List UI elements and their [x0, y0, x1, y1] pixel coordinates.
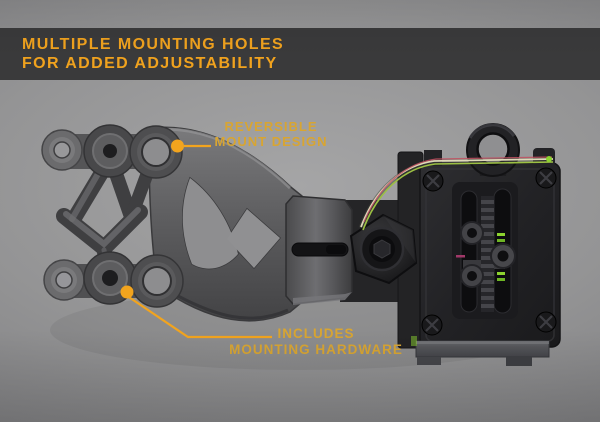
arm-bottom-shade — [177, 294, 289, 320]
mounting-bracket — [41, 124, 184, 308]
screw-top-left — [422, 170, 444, 192]
fiber-dot-green — [497, 272, 505, 275]
dovetail-rail — [411, 336, 550, 366]
callout-hardware-line-2: MOUNTING HARDWARE — [229, 342, 403, 357]
through-hole — [53, 141, 71, 159]
standoff-posts — [460, 221, 516, 288]
mounting-hole-top-middle — [83, 124, 137, 178]
slot-screw — [326, 245, 346, 254]
through-hole — [142, 266, 172, 296]
fiber-dot-red — [456, 255, 465, 258]
fiber-dot-green — [497, 239, 505, 242]
callout-dot-reversible — [171, 139, 184, 153]
fiber-dot-green — [497, 233, 505, 236]
mount-arm — [148, 126, 303, 322]
callout-leaders — [128, 144, 272, 339]
counterbored-hole — [103, 144, 117, 158]
screw-bottom-left — [421, 314, 443, 336]
callout-reversible-line-2: MOUNT DESIGN — [214, 134, 328, 149]
callout-reversible-line-1: REVERSIBLE — [224, 119, 318, 134]
callout-hardware-line-1: INCLUDES — [277, 326, 355, 341]
screw-top-right — [535, 167, 557, 189]
screw-bottom-right — [535, 311, 557, 333]
fiber-optic-wire — [358, 156, 554, 231]
ring-aperture — [476, 132, 510, 166]
elevation-rack — [481, 196, 494, 312]
leader-line-hardware — [128, 296, 272, 339]
tension-knob — [349, 213, 418, 285]
through-hole — [141, 137, 171, 167]
sight-housing — [358, 123, 561, 366]
through-hole — [55, 271, 73, 289]
headline-banner: MULTIPLE MOUNTING HOLES FOR ADDED ADJUST… — [0, 28, 600, 80]
wire-strand-red — [363, 156, 553, 223]
elevation-mechanism — [452, 182, 518, 319]
rail-top-lip — [416, 341, 549, 344]
fiber-dot-green — [497, 278, 505, 281]
wire-tip-green — [546, 156, 552, 162]
ring-highlight — [468, 123, 516, 139]
headline-line-2: FOR ADDED ADJUSTABILITY — [22, 55, 278, 72]
callout-mounting-hardware: INCLUDES MOUNTING HARDWARE — [216, 326, 416, 358]
rail-left-foot — [417, 357, 441, 365]
arm-cutout-diamond — [227, 209, 280, 268]
callout-reversible-mount: REVERSIBLE MOUNT DESIGN — [205, 119, 337, 149]
arm-cutout-large — [182, 178, 238, 269]
rail-fiber-glint — [411, 336, 417, 346]
callout-dot-hardware — [120, 285, 134, 299]
wire-strand-green — [362, 161, 554, 231]
fiber-indicators — [456, 233, 505, 281]
mounting-hole-top-left — [41, 129, 83, 171]
knob-bolt-head — [373, 239, 391, 259]
headline-line-1: MULTIPLE MOUNTING HOLES — [22, 36, 285, 53]
rail-center-foot — [506, 357, 532, 366]
mounting-hole-bottom-right — [130, 254, 184, 308]
mounting-hole-top-right — [129, 125, 183, 179]
clamp-assembly — [285, 151, 424, 349]
truss-highlight — [63, 207, 141, 249]
counterbored-hole — [102, 270, 118, 286]
clamp-bottom-bevel — [293, 292, 352, 305]
housing-screws — [421, 167, 557, 336]
